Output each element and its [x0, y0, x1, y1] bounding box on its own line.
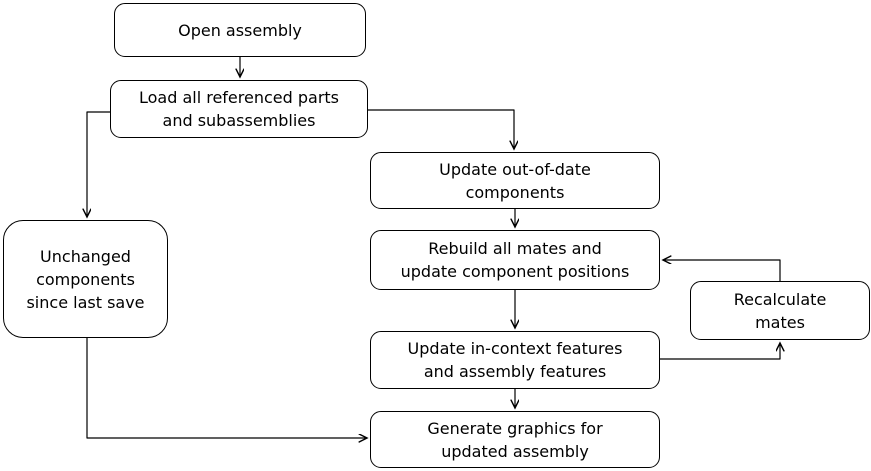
arrow-update-features-to-recalculate-mates: [660, 343, 780, 360]
node-load-referenced-parts-label: Load all referenced parts and subassembl…: [138, 88, 340, 130]
node-update-in-context-features-label: Update in-context features and assembly …: [407, 339, 623, 381]
node-rebuild-all-mates: Rebuild all mates and update component p…: [370, 230, 660, 290]
node-update-out-of-date-components-label: Update out-of-date components: [439, 159, 591, 202]
node-recalculate-mates: Recalculate mates: [690, 281, 870, 340]
node-update-out-of-date-components: Update out-of-date components: [370, 152, 660, 209]
node-load-referenced-parts: Load all referenced parts and subassembl…: [110, 80, 368, 138]
node-open-assembly: Open assembly: [114, 3, 366, 57]
node-recalculate-mates-label: Recalculate mates: [733, 289, 827, 332]
arrow-load-parts-to-update-out-of-date: [368, 109, 514, 149]
node-generate-graphics: Generate graphics for updated assembly: [370, 411, 660, 468]
node-unchanged-components-label: Unchanged components since last save: [26, 246, 145, 312]
node-rebuild-all-mates-label: Rebuild all mates and update component p…: [400, 239, 630, 281]
arrow-recalculate-mates-to-rebuild-mates: [663, 260, 781, 281]
node-update-in-context-features: Update in-context features and assembly …: [370, 331, 660, 389]
node-generate-graphics-label: Generate graphics for updated assembly: [427, 418, 603, 461]
arrow-unchanged-components-to-generate-graphics: [86, 338, 367, 438]
node-open-assembly-label: Open assembly: [178, 20, 302, 40]
arrow-load-parts-to-unchanged-components: [87, 111, 110, 217]
node-unchanged-components: Unchanged components since last save: [3, 220, 168, 338]
